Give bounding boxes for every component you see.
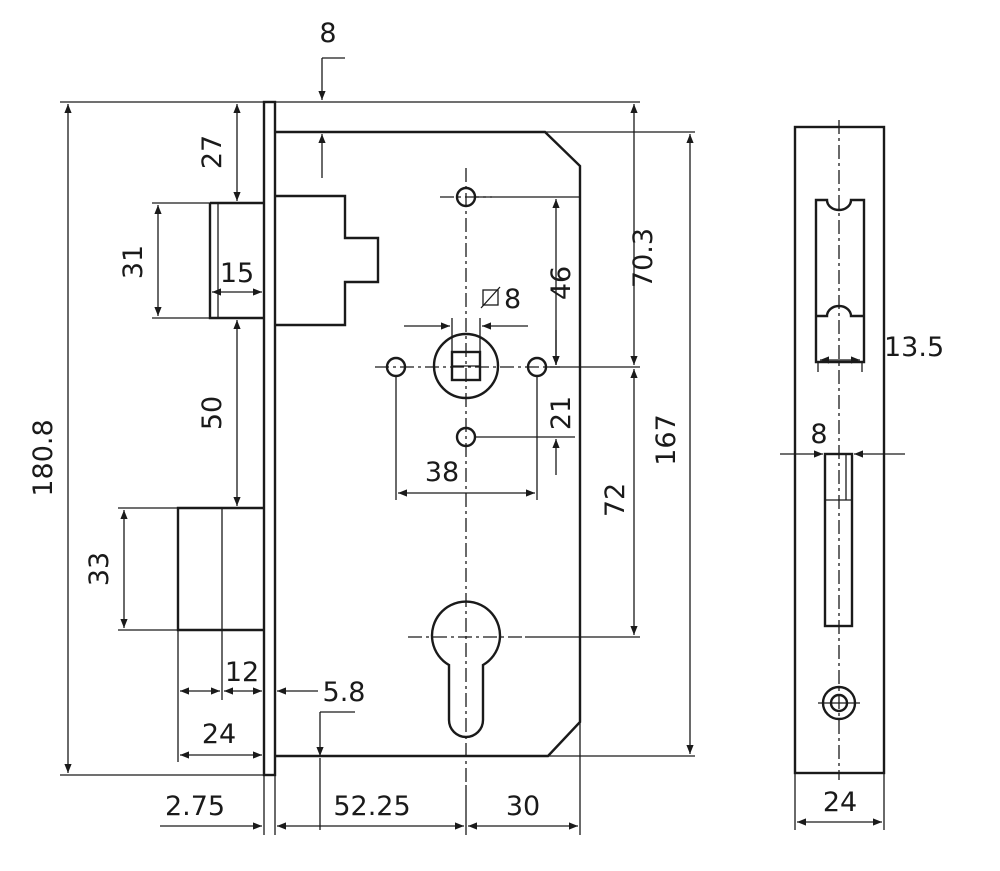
dim-screw-to-follower: 46 [546, 266, 577, 300]
dim-face-width-side: 24 [823, 787, 857, 818]
dim-latch-to-bolt: 50 [197, 396, 228, 430]
dim-overall-height: 180.8 [28, 419, 59, 496]
dim-case-height: 167 [651, 414, 682, 466]
dim-follower-to-cylinder: 72 [600, 483, 631, 517]
dimension-labels: 8 27 31 15 50 33 12 24 5.8 2.75 52.25 30… [28, 18, 682, 822]
dim-latch-height: 31 [118, 245, 149, 279]
dim-top-to-follower: 70.3 [628, 228, 659, 288]
extension-lines [60, 101, 695, 835]
dim-face-plate-thickness: 2.75 [165, 791, 225, 822]
side-bolt-slot [823, 452, 854, 628]
dim-follower-to-screw: 21 [546, 396, 577, 430]
dim-screw-spacing: 38 [425, 457, 459, 488]
square-diameter-symbol [480, 286, 501, 309]
dim-face-thickness-top: 8 [319, 18, 336, 49]
side-view: 13.5 8 24 [780, 120, 944, 830]
dimension-lines [64, 57, 694, 830]
lock-case [275, 130, 582, 758]
dim-case-rear: 30 [506, 791, 540, 822]
dim-bolt-throw-total: 24 [202, 719, 236, 750]
dim-bolt-width-side: 8 [810, 419, 827, 450]
dim-face-offset: 5.8 [323, 677, 366, 708]
dim-latch-width-side: 13.5 [884, 332, 944, 363]
side-dimension-lines [780, 356, 905, 830]
dim-latch-projection: 15 [220, 258, 254, 289]
face-plate [262, 100, 277, 777]
dim-bolt-throw-inner: 12 [225, 657, 259, 688]
front-view: 8 27 31 15 50 33 12 24 5.8 2.75 52.25 30… [28, 18, 695, 835]
dead-bolt [176, 506, 264, 632]
latch-body [275, 194, 380, 327]
dim-follower-square: 8 [504, 284, 521, 315]
dim-backset: 52.25 [333, 791, 410, 822]
dim-top-to-latch: 27 [197, 135, 228, 169]
side-latch-notch [816, 304, 864, 318]
dim-bolt-height: 33 [84, 552, 115, 586]
side-latch-slot [814, 198, 866, 364]
